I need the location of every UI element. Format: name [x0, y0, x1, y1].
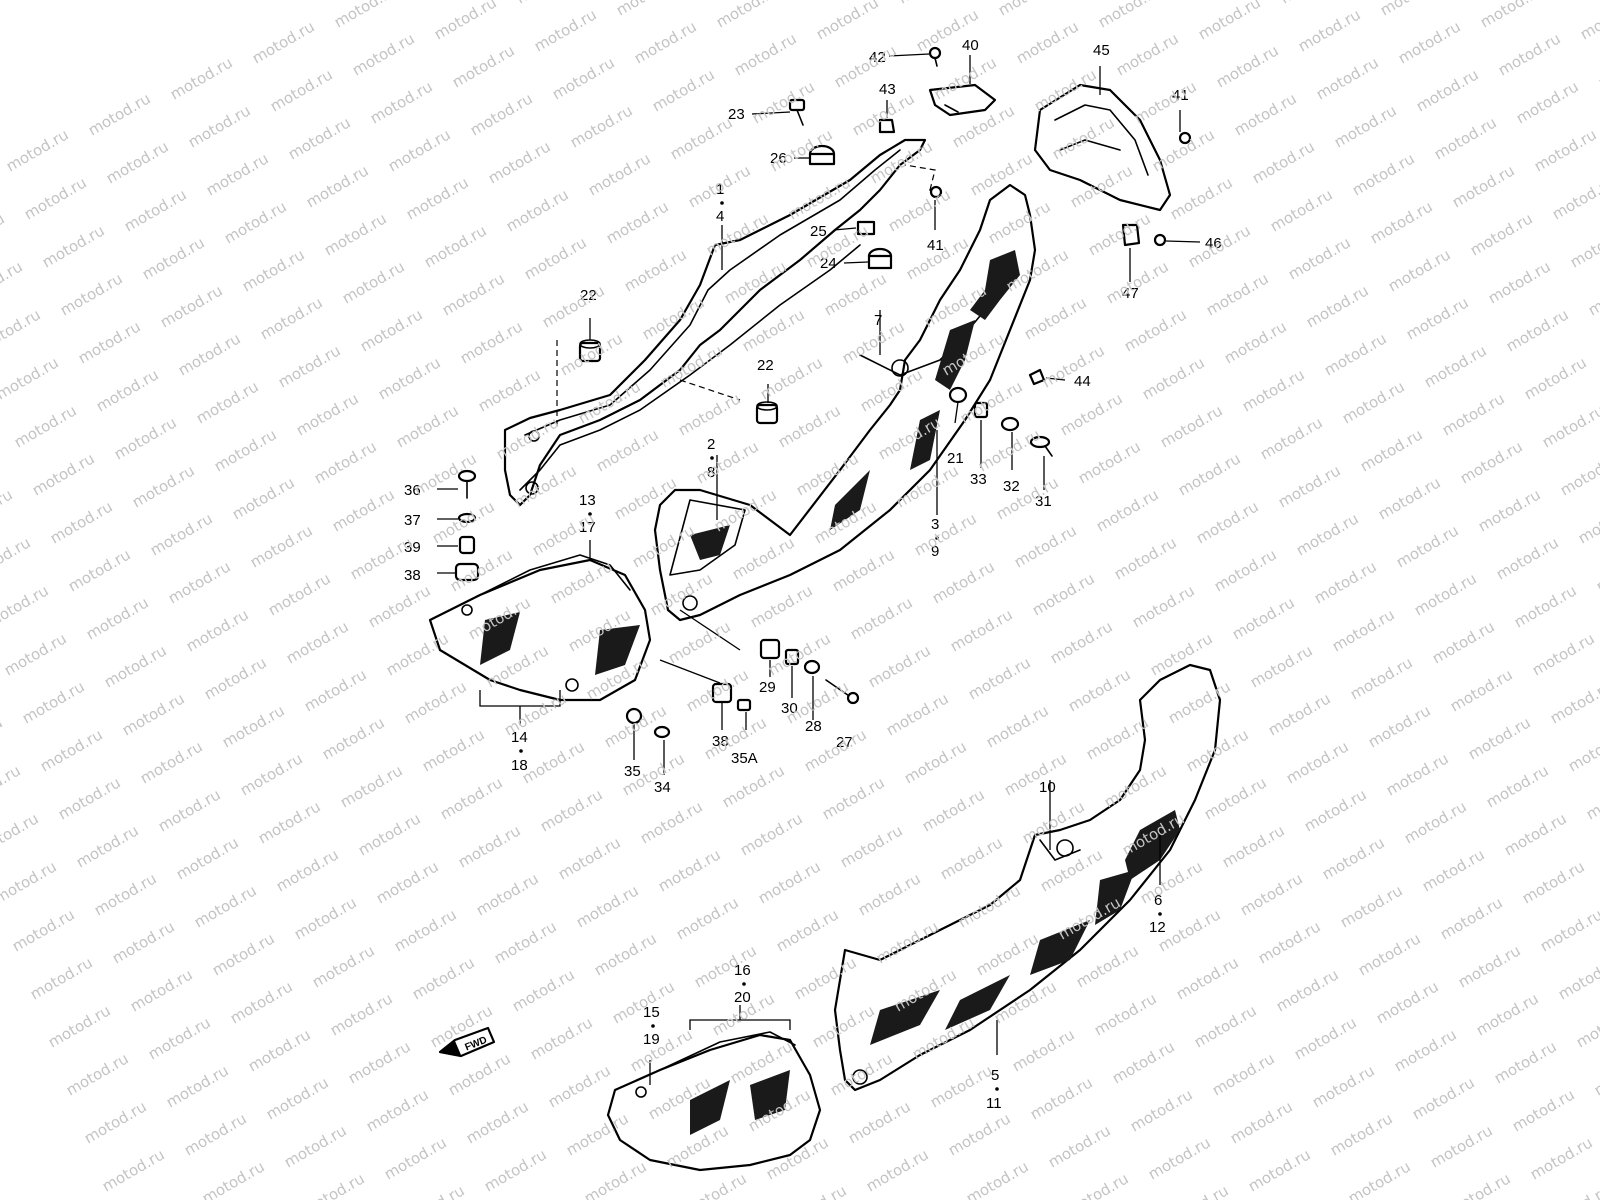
callout-30: 30: [781, 700, 798, 717]
callout-1: 1: [716, 181, 724, 198]
callout-26: 26: [770, 150, 787, 167]
callout-44: 44: [1074, 373, 1091, 390]
side-tail-piece-upper: [428, 554, 652, 702]
callout-8: 8: [707, 464, 715, 481]
callout-14: 14: [511, 729, 528, 746]
leader-lines: [437, 53, 1201, 1085]
tail-cover-lower: [833, 663, 1222, 1092]
tail-cover-upper: [653, 183, 1037, 622]
callout-27: 27: [836, 734, 853, 751]
callout-35a: 35A: [731, 750, 758, 767]
callout-22-lower: 22: [757, 357, 774, 374]
callout-33: 33: [970, 471, 987, 488]
tail-cap-40: [928, 83, 997, 117]
callout-25: 25: [810, 223, 827, 240]
callout-43: 43: [879, 81, 896, 98]
callout-17: 17: [579, 519, 596, 536]
callout-3: 3: [931, 516, 939, 533]
callout-35: 35: [624, 763, 641, 780]
callout-7: 7: [874, 312, 882, 329]
callout-6: 6: [1154, 892, 1162, 909]
callout-11: 11: [986, 1095, 1002, 1112]
callout-42: 42: [869, 49, 886, 66]
callout-46: 46: [1205, 235, 1222, 252]
callout-32: 32: [1003, 478, 1020, 495]
callout-2: 2: [707, 436, 715, 453]
callout-4: 4: [716, 208, 724, 225]
callout-41-left: 41: [927, 237, 944, 254]
callout-34: 34: [654, 779, 671, 796]
callout-22-upper: 22: [580, 287, 597, 304]
callout-45: 45: [1093, 42, 1110, 59]
callout-15: 15: [643, 1004, 660, 1021]
callout-29: 29: [759, 679, 776, 696]
callout-23: 23: [728, 106, 745, 123]
callout-40: 40: [962, 37, 979, 54]
callouts: 1 4 2 8 3 9 5 11 6 12 7 10 13 17 14 18 1…: [404, 37, 1222, 1112]
callout-41-right: 41: [1172, 87, 1189, 104]
callout-39: 39: [404, 539, 421, 556]
callout-36: 36: [404, 482, 421, 499]
callout-38-lower: 38: [712, 733, 729, 750]
callout-28: 28: [805, 718, 822, 735]
callout-12: 12: [1149, 919, 1166, 936]
fwd-arrow: FWD: [438, 1026, 496, 1058]
callout-37: 37: [404, 512, 421, 529]
callout-19: 19: [643, 1031, 660, 1048]
callout-10: 10: [1039, 779, 1056, 796]
callout-16: 16: [734, 962, 751, 979]
callout-13: 13: [579, 492, 596, 509]
callout-9: 9: [931, 543, 939, 560]
callout-38-left: 38: [404, 567, 421, 584]
callout-21: 21: [947, 450, 964, 467]
callout-24: 24: [820, 255, 837, 272]
callout-31: 31: [1035, 493, 1052, 510]
side-tail-piece-lower: [606, 1031, 822, 1172]
callout-20: 20: [734, 989, 751, 1006]
callout-47: 47: [1122, 285, 1139, 302]
callout-18: 18: [511, 757, 528, 774]
callout-5: 5: [991, 1067, 999, 1084]
tail-grab-45: [1033, 83, 1172, 212]
seat-frame-bracket: [503, 138, 927, 507]
